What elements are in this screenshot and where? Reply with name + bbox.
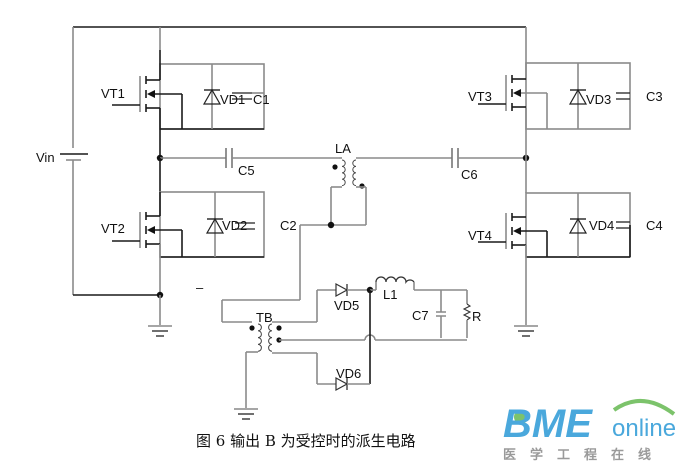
vd5-label: VD5 [334,298,359,313]
l1-label: L1 [383,287,397,302]
c6-label: C6 [461,167,478,182]
c7-label: C7 [412,308,429,323]
switch-vt2: VT2 VD2 C2 [101,158,297,295]
logo-arc [612,398,676,416]
r-label: R [472,309,481,324]
resistor-r: R [462,290,481,338]
top-rail [72,26,527,148]
ground-right-icon [513,325,539,337]
vd4-label: VD4 [589,218,614,233]
c4-label: C4 [646,218,663,233]
ground-tb-icon [233,408,259,420]
figure-caption: 图 6 输出 B 为受控时的派生电路 [196,432,416,450]
switch-vt1: VT1 VD1 C1 [101,57,270,158]
c1-label: C1 [253,92,270,107]
logo-dot [514,410,528,424]
vd6-label: VD6 [336,366,361,381]
vt1-label: VT1 [101,86,125,101]
c3-label: C3 [646,89,663,104]
c5-label: C5 [238,163,255,178]
capacitor-c6: C6 [451,148,526,182]
vt4-label: VT4 [468,228,492,243]
vt2-label: VT2 [101,221,125,236]
inductor-l1: L1 [370,276,467,302]
capacitor-c7: C7 [412,290,446,338]
vd2-label: VD2 [222,218,247,233]
logo-subtitle: 医学工程在线 [503,447,665,463]
vd3-label: VD3 [586,92,611,107]
switch-vt4: VT4 VD4 C4 [468,158,663,325]
inductor-la: LA [300,141,452,229]
tb-label: TB [256,310,273,325]
logo-suffix: online [612,415,676,442]
vd1-label: VD1 [220,92,245,107]
capacitor-c5: C5 [160,148,339,178]
logo-brand: BME [503,402,593,446]
transformer-tb: TB [233,310,282,420]
watermark-logo: BME online 医学工程在线 [503,398,676,463]
switch-vt3: VT3 VD3 C3 [468,52,663,158]
c2-label: C2 [280,218,297,233]
diode-vd6: VD6 [335,366,361,392]
vin-label: Vin [36,150,55,165]
vt3-label: VT3 [468,89,492,104]
vin-battery: Vin [36,150,88,295]
stray-mark: – [196,280,204,295]
ground-left-icon [147,325,173,337]
diode-vd5: VD5 [334,282,359,313]
la-label: LA [335,141,351,156]
